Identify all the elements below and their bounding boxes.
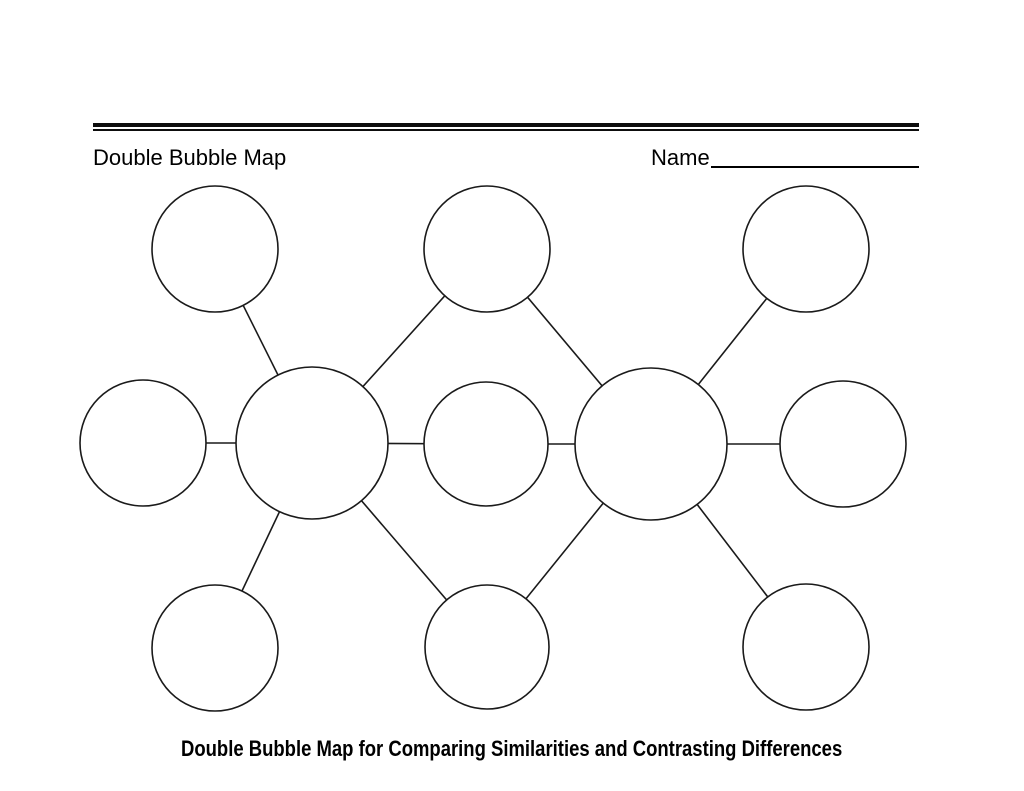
caption: Double Bubble Map for Comparing Similari… bbox=[0, 736, 1024, 762]
bubble-far-left bbox=[79, 379, 207, 507]
bubble-top-left bbox=[151, 185, 279, 313]
bubble-right-main bbox=[574, 367, 728, 521]
bubble-top-right bbox=[742, 185, 870, 313]
header-double-rule bbox=[93, 123, 919, 131]
page-title: Double Bubble Map bbox=[93, 145, 287, 170]
bubble-bottom-middle bbox=[424, 584, 550, 710]
bubble-bottom-right bbox=[742, 583, 870, 711]
bubble-bottom-left bbox=[151, 584, 279, 712]
bubble-far-right bbox=[779, 380, 907, 508]
caption-text: Double Bubble Map for Comparing Similari… bbox=[181, 736, 843, 761]
bubble-left-main bbox=[235, 366, 389, 520]
name-blank-line bbox=[711, 166, 919, 168]
bubble-top-middle bbox=[423, 185, 551, 313]
name-label: Name bbox=[651, 145, 710, 170]
bubble-middle bbox=[423, 381, 549, 507]
